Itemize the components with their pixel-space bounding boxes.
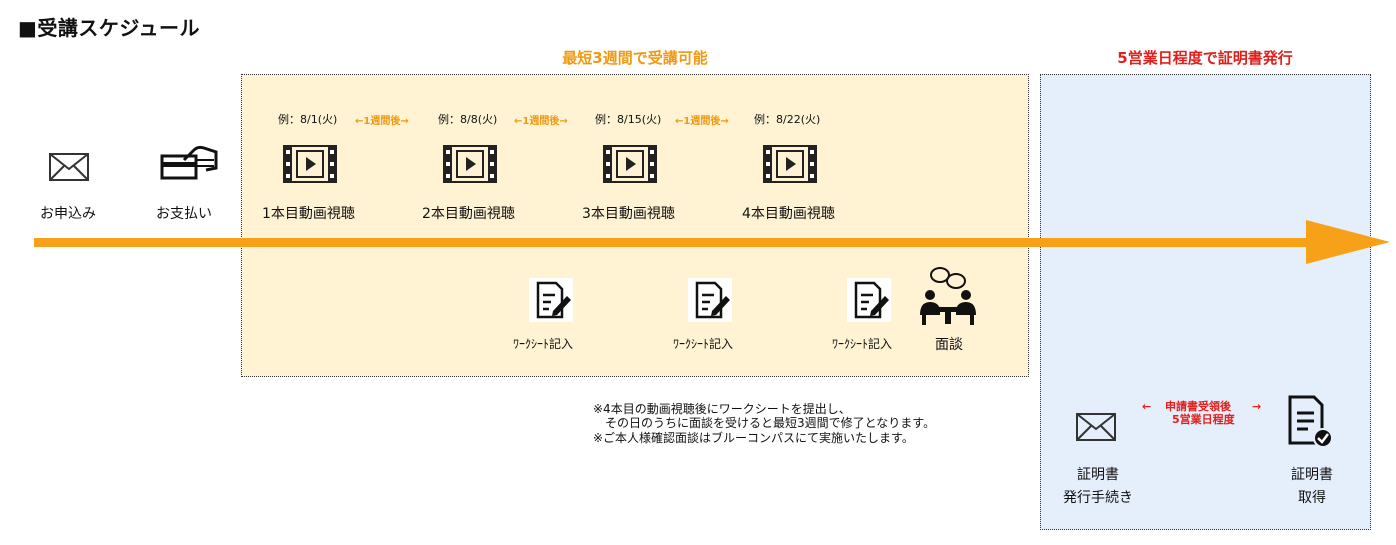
envelope-icon [48,152,90,182]
course-period-box [241,74,1029,377]
worksheet-edit-icon [688,278,732,322]
payment-step-label: お支払い [156,206,212,222]
course-period-heading: 最短3週間で受講可能 [562,49,708,67]
interview-meeting-icon [916,265,982,327]
timeline-arrow [34,220,1390,264]
video-date-1: 例：8/1(火) [278,113,338,126]
video-film-icon [603,145,657,183]
certificate-receive-label-line2: 取得 [1298,490,1326,506]
page-title: ■受講スケジュール [18,16,200,40]
interview-label: 面談 [935,337,963,353]
video-date-4: 例：8/22(火) [754,113,821,126]
certificate-request-label-line1: 証明書 [1077,467,1119,483]
certificate-period-heading: 5営業日程度で証明書発行 [1117,49,1293,67]
interval-label-3: ←1週間後→ [675,116,729,127]
video-label-1: 1本目動画視聴 [262,206,355,222]
video-film-icon [763,145,817,183]
video-date-2: 例：8/8(火) [438,113,498,126]
note-line-1: ※4本目の動画視聴後にワークシートを提出し、 [593,402,851,416]
processing-arrow-right: → [1252,400,1262,413]
certificate-document-check-icon [1286,393,1336,449]
interval-label-1: ←1週間後→ [355,116,409,127]
processing-text-2: 5営業日程度 [1172,413,1235,426]
video-date-3: 例：8/15(火) [595,113,662,126]
certificate-receive-label-line1: 証明書 [1291,467,1333,483]
worksheet-label-3: ﾜｰｸｼｰﾄ記入 [832,337,893,351]
envelope-icon [1075,412,1117,442]
apply-step-label: お申込み [40,206,96,222]
processing-arrow-left: ← [1142,400,1152,413]
note-line-3: ※ご本人様確認面談はブルーコンパスにて実施いたします。 [593,431,914,445]
worksheet-label-1: ﾜｰｸｼｰﾄ記入 [513,337,574,351]
video-label-3: 3本目動画視聴 [582,206,675,222]
video-label-4: 4本目動画視聴 [742,206,835,222]
worksheet-label-2: ﾜｰｸｼｰﾄ記入 [673,337,734,351]
video-film-icon [443,145,497,183]
worksheet-edit-icon [847,278,891,322]
note-line-2: その日のうちに面談を受けると最短3週間で修了となります。 [593,416,936,430]
worksheet-edit-icon [529,278,573,322]
interval-label-2: ←1週間後→ [514,116,568,127]
processing-text-1: 申請書受領後 [1165,400,1231,413]
video-film-icon [283,145,337,183]
certificate-request-label-line2: 発行手続き [1063,490,1133,506]
certificate-period-box [1040,74,1371,530]
card-payment-icon [154,138,226,196]
video-label-2: 2本目動画視聴 [422,206,515,222]
